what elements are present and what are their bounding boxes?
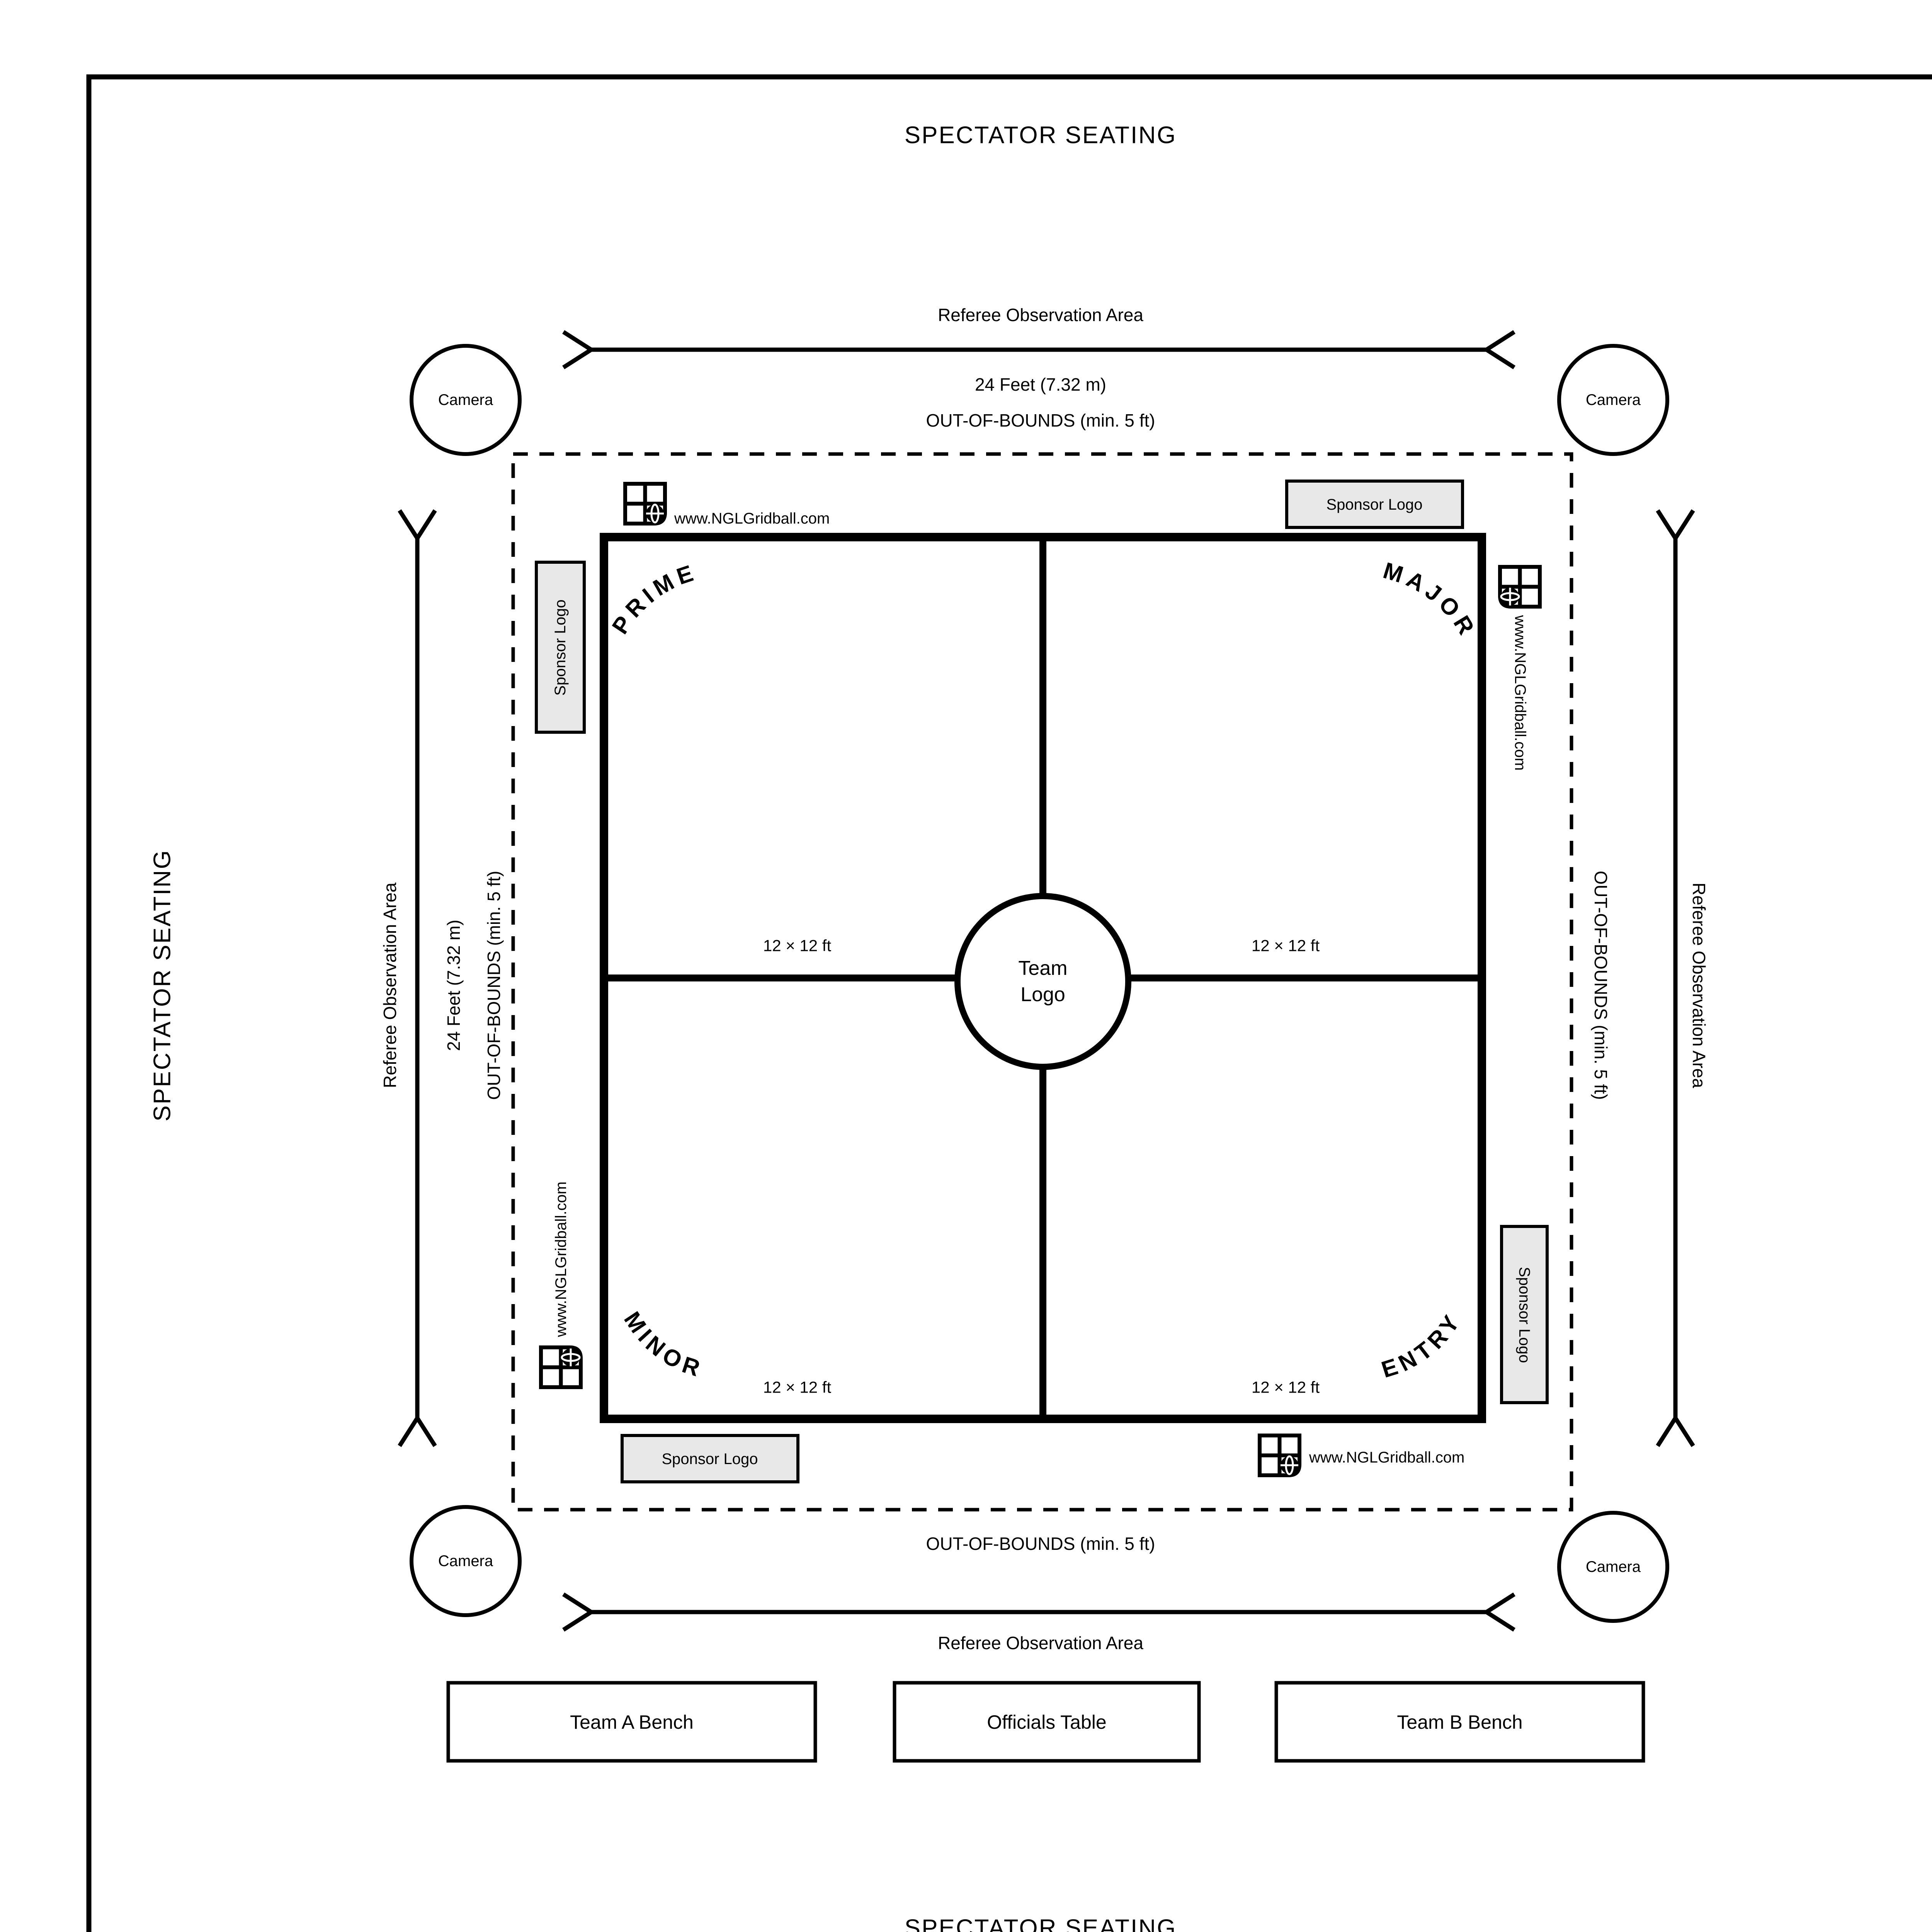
sponsor-label-top-right: Sponsor Logo — [1326, 496, 1422, 513]
camera-bottom-right: Camera — [1557, 1511, 1669, 1623]
team-logo-circle — [954, 893, 1131, 1070]
sponsor-label-left: Sponsor Logo — [552, 599, 569, 696]
sponsor-label-bottom-left: Sponsor Logo — [662, 1451, 758, 1468]
referee-area-right: Referee Observation Area — [1689, 883, 1709, 1088]
team-b-bench-label: Team B Bench — [1397, 1711, 1522, 1733]
website-url-bottom-right: www.NGLGridball.com — [1309, 1449, 1464, 1466]
officials-table-label: Officials Table — [987, 1711, 1106, 1733]
cell-size-bottom-right: 12 × 12 ft — [1252, 1378, 1320, 1396]
referee-area-bottom: Referee Observation Area — [938, 1633, 1143, 1653]
officials-table: Officials Table — [893, 1681, 1201, 1763]
referee-area-left: Referee Observation Area — [380, 883, 400, 1088]
out-of-bounds-top: OUT-OF-BOUNDS (min. 5 ft) — [926, 410, 1155, 430]
camera-label: Camera — [1586, 1558, 1641, 1575]
ngl-grid-logo-icon-top-right — [1500, 567, 1540, 607]
website-url-bottom-left: www.NGLGridball.com — [553, 1182, 570, 1337]
sponsor-label-right: Sponsor Logo — [1516, 1267, 1533, 1363]
cell-size-top-left: 12 × 12 ft — [763, 937, 832, 955]
camera-top-right: Camera — [1557, 344, 1669, 456]
sponsor-box-left: Sponsor Logo — [535, 561, 586, 734]
cell-size-top-right: 12 × 12 ft — [1252, 937, 1320, 955]
camera-label: Camera — [1586, 391, 1641, 408]
spectator-seating-right: SPECTATOR SEATING — [1927, 849, 1932, 1121]
website-url-top-right: www.NGLGridball.com — [1512, 615, 1529, 770]
out-of-bounds-bottom: OUT-OF-BOUNDS (min. 5 ft) — [926, 1534, 1155, 1554]
ngl-grid-logo-icon-top-left — [625, 484, 665, 524]
ngl-grid-logo-icon-bottom-left — [541, 1347, 581, 1387]
sponsor-box-bottom-left: Sponsor Logo — [621, 1434, 799, 1483]
camera-label: Camera — [438, 391, 493, 408]
camera-bottom-left: Camera — [410, 1505, 522, 1617]
spectator-seating-top: SPECTATOR SEATING — [905, 122, 1177, 149]
team-logo-line1: Team — [1018, 957, 1067, 980]
referee-area-top: Referee Observation Area — [938, 305, 1143, 325]
camera-top-left: Camera — [410, 344, 522, 456]
out-of-bounds-right: OUT-OF-BOUNDS (min. 5 ft) — [1591, 871, 1611, 1100]
spectator-seating-bottom: SPECTATOR SEATING — [905, 1915, 1177, 1932]
team-a-bench: Team A Bench — [446, 1681, 817, 1763]
sponsor-box-right: Sponsor Logo — [1500, 1225, 1549, 1404]
arena-border — [86, 74, 1932, 1932]
team-logo-line2: Logo — [1020, 983, 1065, 1006]
court-width-label-left: 24 Feet (7.32 m) — [444, 920, 464, 1051]
camera-label: Camera — [438, 1553, 493, 1570]
team-b-bench: Team B Bench — [1274, 1681, 1645, 1763]
out-of-bounds-left: OUT-OF-BOUNDS (min. 5 ft) — [484, 871, 504, 1100]
website-url-top-left: www.NGLGridball.com — [674, 510, 830, 527]
out-of-bounds-boundary — [511, 452, 1573, 1512]
sponsor-box-top-right: Sponsor Logo — [1285, 480, 1464, 529]
spectator-seating-left: SPECTATOR SEATING — [149, 849, 176, 1121]
ngl-grid-logo-icon-bottom-right — [1260, 1435, 1299, 1475]
team-a-bench-label: Team A Bench — [570, 1711, 694, 1733]
court-width-label-top: 24 Feet (7.32 m) — [975, 374, 1106, 395]
cell-size-bottom-left: 12 × 12 ft — [763, 1378, 832, 1396]
